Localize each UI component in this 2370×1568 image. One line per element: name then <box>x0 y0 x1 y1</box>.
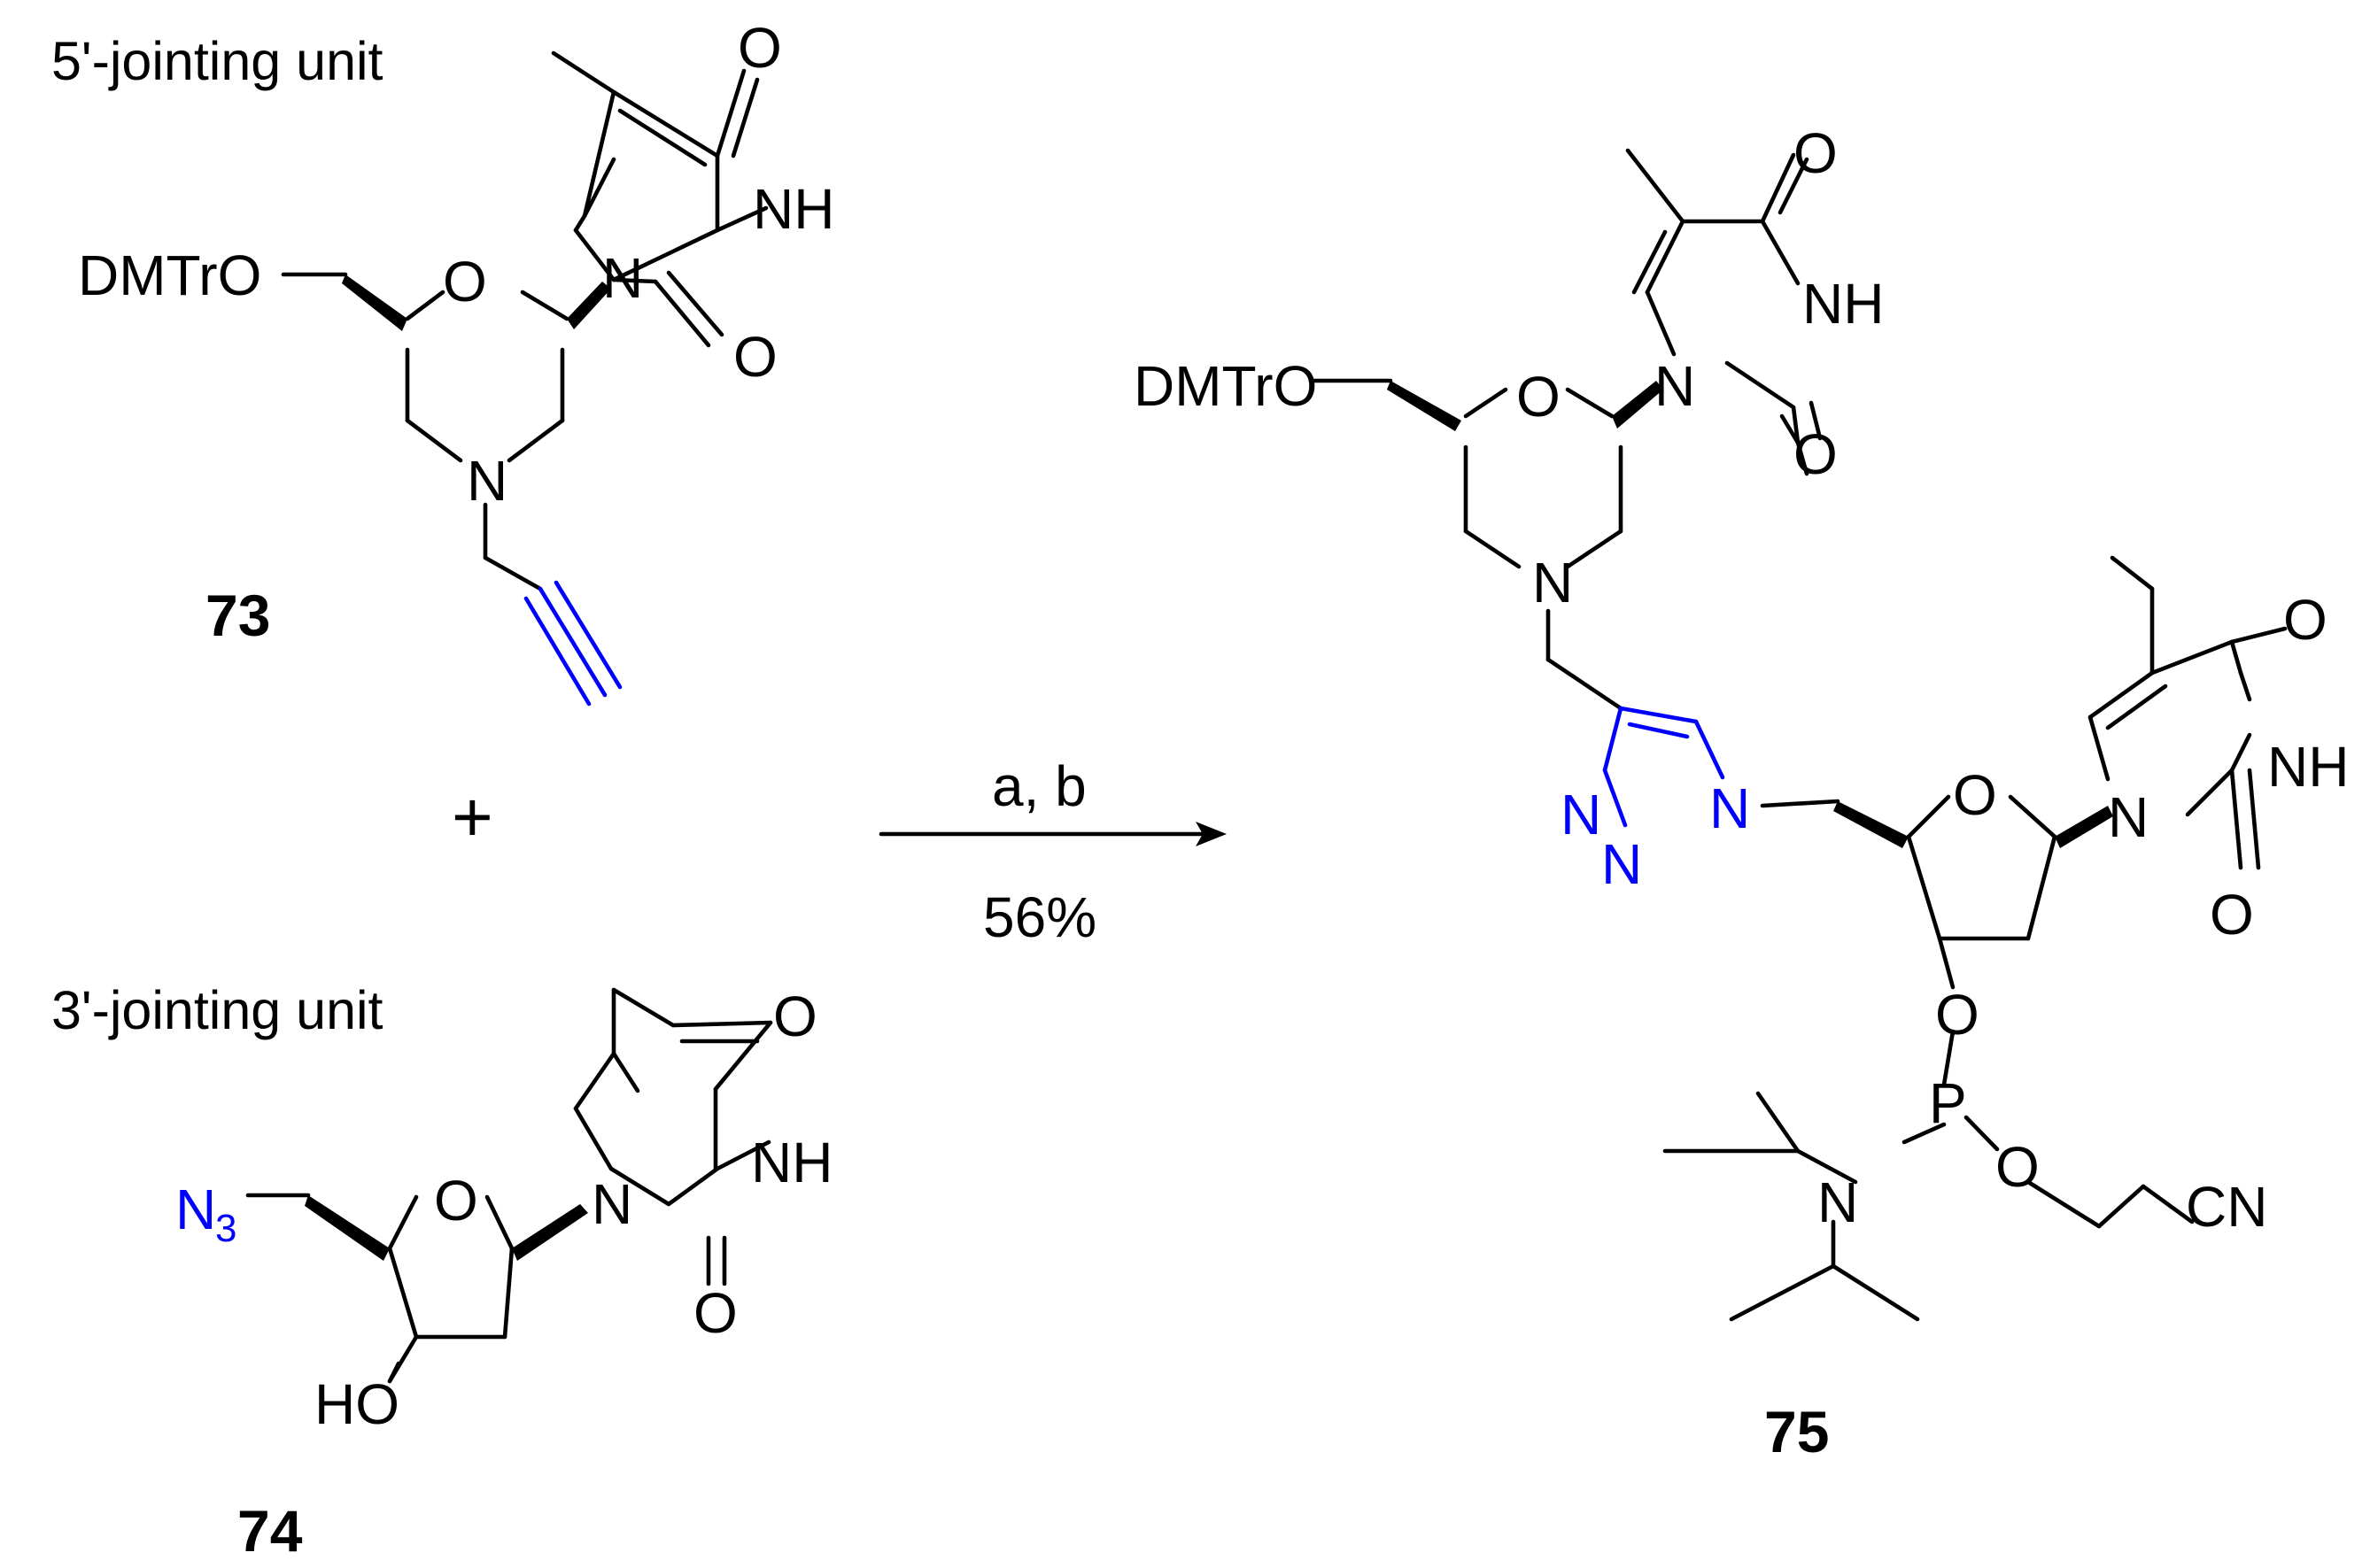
compound-74-bonds <box>245 987 773 1384</box>
atom-nh-top: NH <box>1802 272 1884 336</box>
atom-n-top: N <box>1654 354 1695 418</box>
atom-o-p2: O <box>1995 1135 2040 1199</box>
compound-75: O NH DMTrO O N O N O NH N N N O N O O P … <box>1134 121 2349 1464</box>
atom-o-thymine2b: O <box>2210 883 2254 946</box>
atom-nh: NH <box>753 177 834 241</box>
atom-o-bottom: O <box>733 325 778 389</box>
compound-75-bonds <box>1308 148 2288 1322</box>
atom-n-triazole2: N <box>1601 832 1642 896</box>
atom-n-amine: N <box>1817 1170 1858 1234</box>
wedge-bond <box>1833 801 1909 848</box>
wedge-bond <box>342 274 407 331</box>
atom-o-top: O <box>1793 121 1838 185</box>
atom-dmtro: DMTrO <box>1134 354 1317 418</box>
atom-o-top: O <box>738 16 782 80</box>
atom-n-morpholine: N <box>1532 551 1573 614</box>
compound-number-73: 73 <box>205 583 270 648</box>
atom-dmtro: DMTrO <box>78 243 261 307</box>
atom-n: N <box>602 246 643 310</box>
compound-73: 5'-jointing unit <box>51 16 834 707</box>
wedge-bond <box>305 1195 390 1261</box>
atom-n-thymine2: N <box>2108 785 2149 849</box>
wedge-bond <box>567 282 611 329</box>
arrowhead <box>1196 822 1227 846</box>
atom-o-ring: O <box>434 1169 478 1232</box>
plus-sign: + <box>452 777 493 856</box>
atom-n-morpholine: N <box>467 449 507 513</box>
compound-number-74: 74 <box>237 1498 303 1564</box>
wedge-bond <box>2055 806 2113 848</box>
compound-73-bonds <box>281 50 769 707</box>
atom-o-ring: O <box>443 250 487 313</box>
atom-n3-subscript: 3 <box>215 1207 236 1250</box>
atom-p: P <box>1929 1071 1967 1135</box>
atom-n-triazole1: N <box>1561 783 1601 846</box>
compound-number-75: 75 <box>1764 1399 1829 1464</box>
atom-o-furanose: O <box>1953 763 1997 827</box>
atom-o-thymine2: O <box>2283 588 2327 652</box>
atom-nh: NH <box>751 1131 833 1194</box>
arrow-reagents: a, b <box>992 754 1087 818</box>
atom-nh2: NH <box>2267 735 2349 799</box>
wedge-bond <box>1387 381 1461 431</box>
atom-cn: CN <box>2186 1175 2267 1239</box>
atom-n: N <box>592 1172 632 1236</box>
atom-o-top: O <box>773 985 817 1048</box>
atom-n-triazole3: N <box>1709 776 1750 840</box>
arrow-yield: 56% <box>983 885 1096 949</box>
atom-o-ester: O <box>1935 983 1979 1047</box>
atom-o-morpholine: O <box>1516 365 1561 429</box>
compound-74: 3'-jointing unit <box>51 980 833 1564</box>
atom-o-top2: O <box>1793 422 1838 486</box>
wedge-bond <box>1612 381 1663 429</box>
atom-ho: HO <box>314 1372 399 1436</box>
caption-5-jointing-unit: 5'-jointing unit <box>51 31 383 91</box>
caption-3-jointing-unit: 3'-jointing unit <box>51 980 383 1040</box>
atom-n3: N <box>175 1178 216 1241</box>
atom-o-bottom: O <box>693 1281 738 1345</box>
wedge-bond <box>512 1204 588 1261</box>
reaction-arrow: a, b 56% <box>879 754 1227 949</box>
